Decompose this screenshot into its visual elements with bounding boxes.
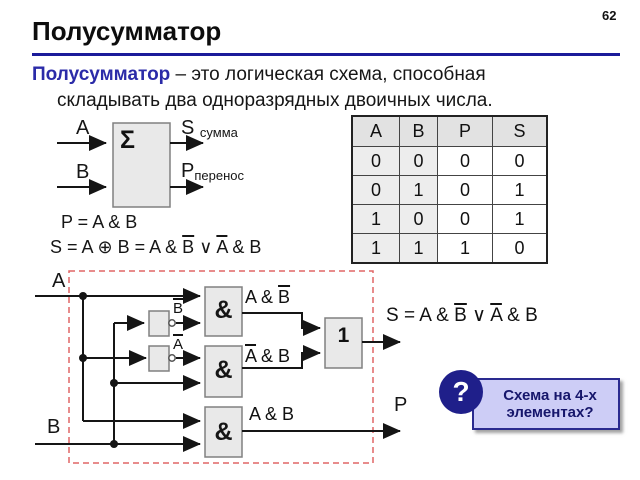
and-gate-2 <box>204 345 243 398</box>
or-symbol: 1 <box>337 324 350 347</box>
table-row: 0 0 0 0 <box>351 146 548 176</box>
callout-line2: элементах? <box>506 404 594 421</box>
nota-text: A <box>173 336 184 353</box>
formula-p: P = A & B <box>61 212 138 232</box>
truth-table: A B P S 0 0 0 0 0 1 0 1 1 0 0 1 <box>351 115 548 264</box>
slide-number: 62 <box>602 8 617 23</box>
and2-symbol: & <box>214 356 233 384</box>
col-header: B <box>399 115 438 147</box>
wire-and2-to-or <box>242 345 321 369</box>
cell-p: 0 <box>437 175 493 205</box>
formula-s-part: ∨ <box>194 237 217 257</box>
cell-s: 0 <box>492 233 548 264</box>
cell-b: 0 <box>399 146 438 176</box>
notb-text: B <box>173 300 184 317</box>
cell-a: 0 <box>351 175 400 205</box>
truth-table-header-row: A B P S <box>351 115 548 147</box>
p-letter: P <box>181 160 195 182</box>
and2-nota: A <box>245 346 257 366</box>
question-icon: ? <box>439 370 483 414</box>
wire-and1-to-or <box>242 312 321 336</box>
block-input-a-label: A <box>76 117 90 139</box>
and1-output-label: A & B <box>245 287 290 308</box>
inverter-bubble <box>168 354 176 362</box>
s-eq-notb: B <box>454 305 467 326</box>
cell-b: 0 <box>399 204 438 234</box>
cell-s: 1 <box>492 204 548 234</box>
not-gate-b <box>148 310 170 337</box>
not-a-label: A <box>173 336 183 353</box>
cell-a: 1 <box>351 204 400 234</box>
table-row: 1 0 0 1 <box>351 204 548 234</box>
title-divider <box>32 53 620 56</box>
cell-p: 1 <box>437 233 493 264</box>
callout-box: Схема на 4-х элементах? <box>472 378 620 430</box>
not-b-label: B <box>173 300 183 317</box>
and2-text: & B <box>256 346 291 366</box>
col-header: P <box>437 115 493 147</box>
formula-s-notb: B <box>182 237 195 257</box>
cell-a: 1 <box>351 233 400 264</box>
table-row: 0 1 0 1 <box>351 175 548 205</box>
junction-dot <box>110 440 118 448</box>
halfadder-block <box>112 122 171 208</box>
block-output-s-label: S сумма <box>181 117 238 140</box>
dashed-circuit-border <box>68 270 374 464</box>
formula-s-nota: A <box>216 237 228 257</box>
formula-s: S = A ⊕ B = A & B ∨ A & B <box>50 237 261 258</box>
cell-b: 1 <box>399 175 438 205</box>
sigma-symbol: Σ <box>120 126 136 154</box>
page-title: Полусумматор <box>32 16 222 46</box>
inverter-bubble <box>168 319 176 327</box>
definition-term: Полусумматор <box>32 64 171 85</box>
definition-line2: складывать два одноразрядных двоичных чи… <box>57 90 493 111</box>
and1-notb: B <box>278 287 291 307</box>
definition-line1: Полусумматор – это логическая схема, спо… <box>32 64 486 86</box>
cell-b: 1 <box>399 233 438 264</box>
cell-a: 0 <box>351 146 400 176</box>
and3-output-label: A & B <box>249 404 295 424</box>
cell-p: 0 <box>437 204 493 234</box>
formula-s-part: S = A ⊕ B = A & <box>50 237 183 257</box>
formula-s-part: & B <box>227 237 262 257</box>
p-subscript: перенос <box>194 168 244 183</box>
and1-text: A & <box>245 287 279 307</box>
and-gate-3 <box>204 406 243 458</box>
and3-symbol: & <box>214 418 233 446</box>
or-gate <box>324 317 363 369</box>
junction-dot <box>110 379 118 387</box>
s-equation: S = A & B ∨ A & B <box>386 304 538 327</box>
callout-line1: Схема на 4-х <box>503 387 597 404</box>
cell-s: 0 <box>492 146 548 176</box>
not-gate-a <box>148 345 170 372</box>
s-eq-part: S = A & <box>386 305 455 326</box>
table-row: 1 1 1 0 <box>351 233 548 264</box>
junction-dot <box>79 292 87 300</box>
s-eq-part: ∨ <box>466 305 491 326</box>
and2-output-label: A & B <box>245 346 290 367</box>
col-header: S <box>492 115 548 147</box>
col-header: A <box>351 115 400 147</box>
s-subscript: сумма <box>199 125 238 140</box>
circuit-input-a-label: A <box>52 270 66 292</box>
block-output-p-label: Pперенос <box>181 160 244 183</box>
block-input-b-label: B <box>76 161 90 183</box>
cell-p: 0 <box>437 146 493 176</box>
definition-text: – это логическая схема, способная <box>170 64 486 85</box>
junction-dot <box>79 354 87 362</box>
s-eq-nota: A <box>490 305 502 326</box>
s-eq-part: & B <box>501 305 538 326</box>
and-gate-1 <box>204 286 243 337</box>
and1-symbol: & <box>214 296 233 324</box>
p-output-label: P <box>394 394 408 416</box>
cell-s: 1 <box>492 175 548 205</box>
circuit-input-b-label: B <box>47 416 61 438</box>
s-letter: S <box>181 117 195 139</box>
